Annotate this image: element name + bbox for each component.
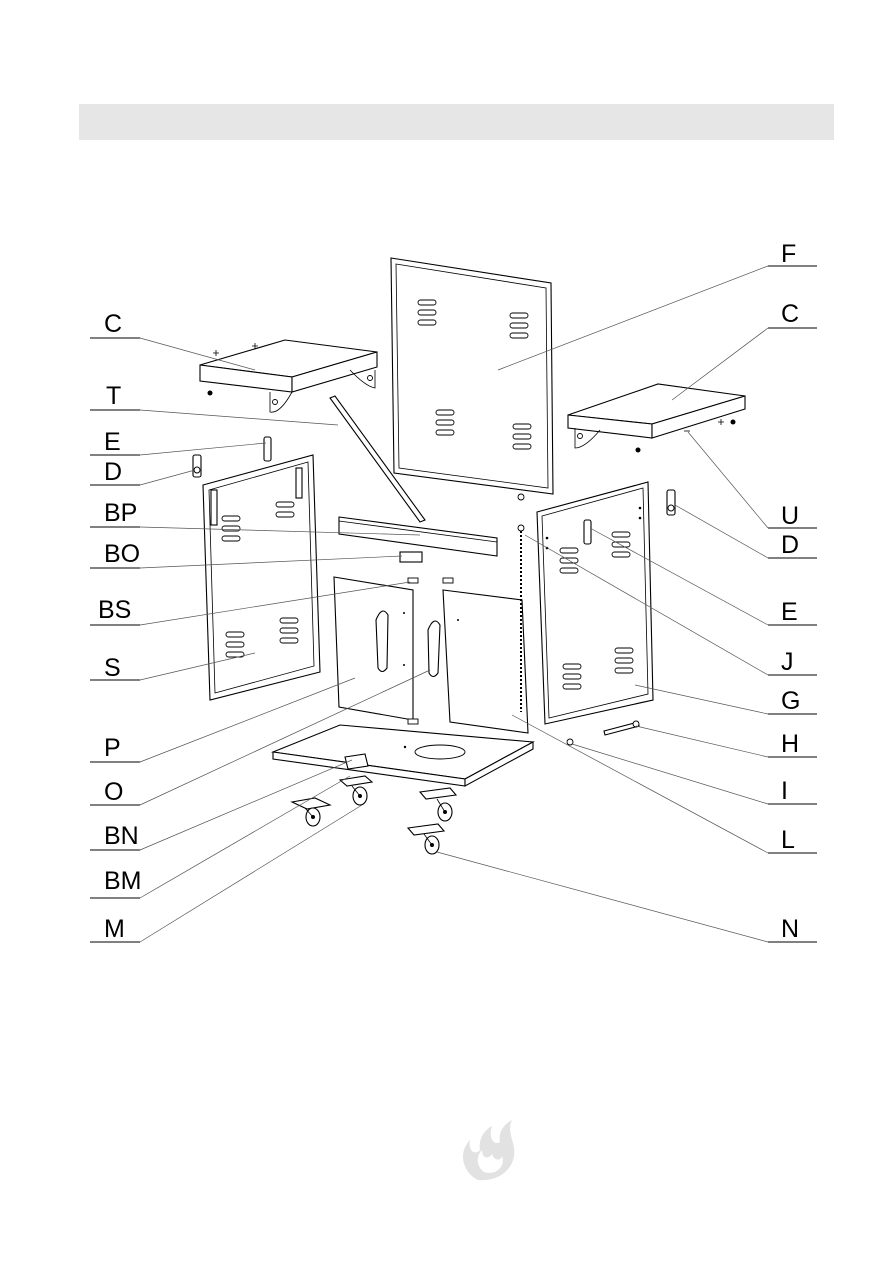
label-l: L: [781, 826, 795, 854]
label-e-right: E: [781, 598, 798, 626]
label-m: M: [104, 915, 125, 943]
label-n: N: [781, 915, 799, 943]
magnet-bo: [400, 552, 422, 562]
label-bp: BP: [104, 499, 137, 527]
label-bs: BS: [98, 596, 131, 624]
side-shelf-right-c: [568, 384, 745, 453]
label-d-left: D: [104, 458, 122, 486]
flame-logo-icon: [463, 1120, 514, 1180]
label-p: P: [104, 734, 121, 762]
door-right-l: [408, 578, 528, 733]
label-bn: BN: [104, 822, 139, 850]
rod-h: [604, 721, 639, 735]
side-panel-right-g: [537, 482, 653, 724]
label-s: S: [104, 654, 121, 682]
label-t: T: [106, 382, 121, 410]
label-d-right: D: [781, 531, 799, 559]
top-rail-bp: [339, 517, 497, 556]
side-shelf-left-c: [200, 340, 377, 412]
label-c-left: C: [104, 310, 122, 338]
label-g: G: [781, 687, 800, 715]
label-o: O: [104, 778, 123, 806]
hinge-left-e: [264, 437, 271, 461]
side-panel-left-s: [203, 455, 320, 700]
label-u: U: [781, 502, 799, 530]
label-h: H: [781, 730, 799, 758]
hinge-left-d: [193, 455, 201, 477]
label-i: I: [781, 777, 788, 805]
door-left-p: [334, 577, 418, 720]
hinge-right-d: [667, 490, 675, 515]
caster-m: [292, 776, 456, 826]
back-panel-f: [391, 258, 553, 494]
caster-n: [408, 824, 444, 854]
label-e-left: E: [104, 428, 121, 456]
label-bo: BO: [104, 540, 140, 568]
label-c-right: C: [781, 300, 799, 328]
label-bm: BM: [104, 867, 142, 895]
label-f: F: [781, 240, 796, 268]
label-j: J: [781, 648, 794, 676]
